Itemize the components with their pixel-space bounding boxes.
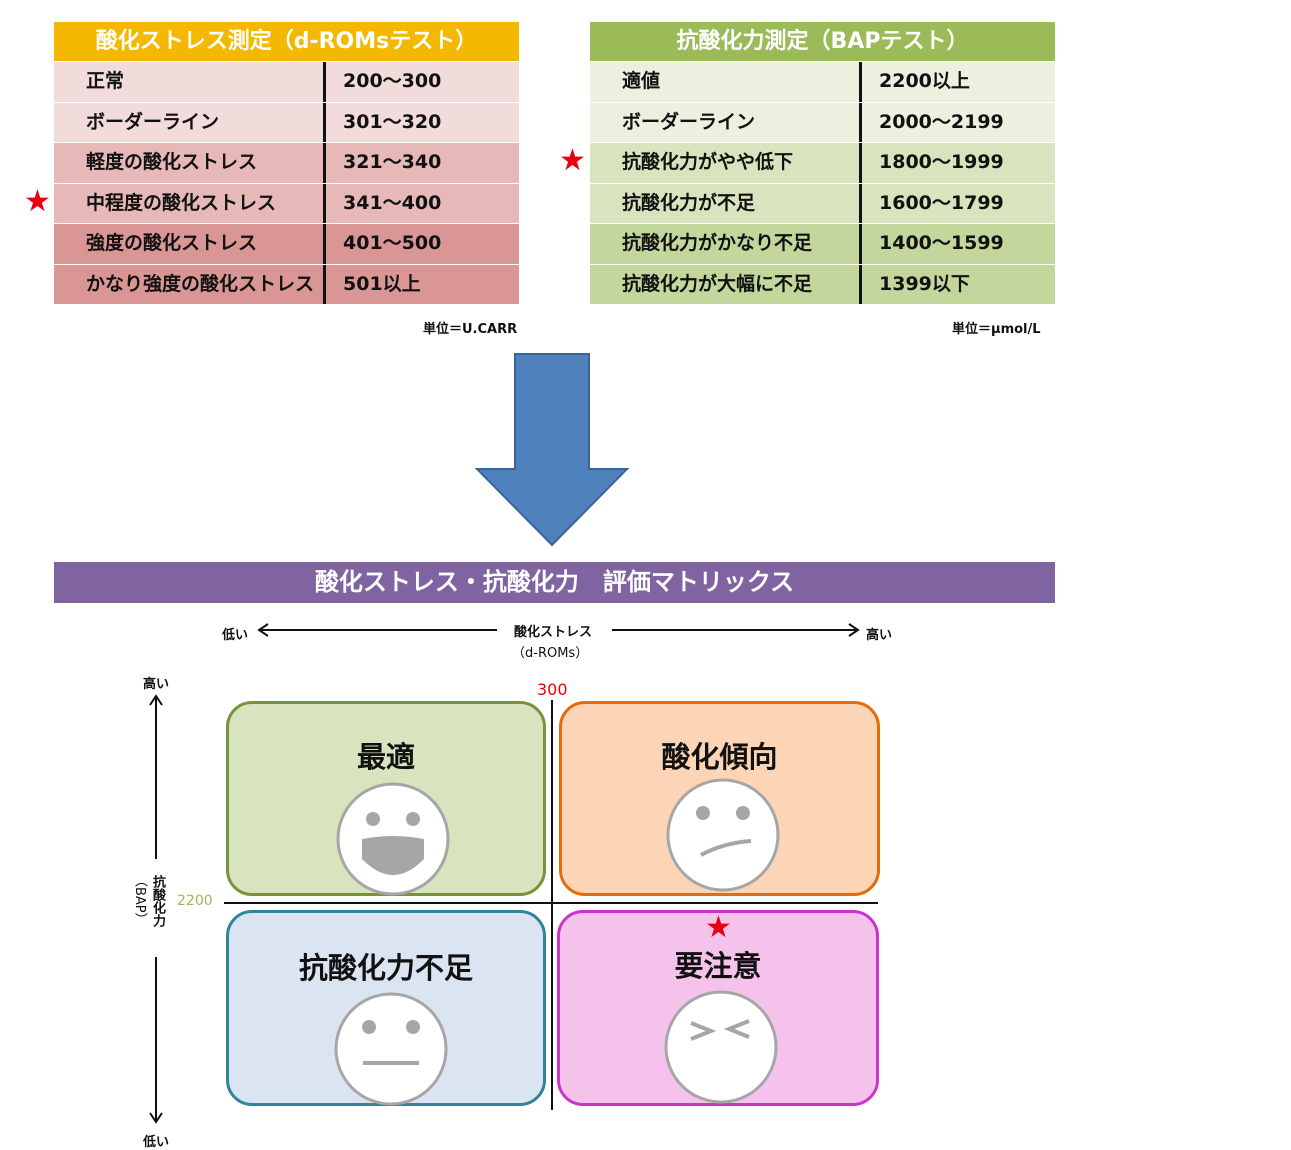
horizontal-divider <box>224 902 878 904</box>
d-roms-unit: 単位＝U.CARR <box>423 322 518 337</box>
vertical-divider <box>551 700 553 1110</box>
row-value: 301～320 <box>343 110 442 133</box>
star-icon: ★ <box>559 143 586 178</box>
bap-table-title: 抗酸化力測定（BAPテスト） <box>590 22 1055 61</box>
row-value: 341～400 <box>343 191 442 214</box>
row-value: 200～300 <box>343 70 442 92</box>
row-label: ボーダーライン <box>54 102 326 142</box>
row-value: 1399以下 <box>879 272 970 295</box>
table-row: 中程度の酸化ストレス 341～400 <box>54 182 519 223</box>
quadrant-label: 要注意 <box>674 949 762 983</box>
quadrant-label: 酸化傾向 <box>661 740 778 774</box>
quadrant-label: 最適 <box>356 740 415 774</box>
row-label: 正常 <box>54 62 326 102</box>
table-row: 軽度の酸化ストレス 321～340 <box>54 142 519 183</box>
d-roms-table-title: 酸化ストレス測定（d-ROMsテスト） <box>54 22 519 61</box>
laughing-face-icon <box>336 782 450 896</box>
x-axis-subtitle: （d-ROMs） <box>512 646 589 661</box>
row-value: 1600～1799 <box>879 191 1004 214</box>
y-axis-title: 抗酸化力 <box>150 875 165 927</box>
y-axis-low-label: 低い <box>143 1135 170 1150</box>
bap-unit: 単位＝μmol/L <box>952 322 1041 337</box>
x-threshold-label: 300 <box>537 680 568 699</box>
d-roms-table: 酸化ストレス測定（d-ROMsテスト） 正常 200～300 ボーダーライン 3… <box>54 22 519 304</box>
x-axis-arrow-left <box>257 623 497 637</box>
bap-table: 抗酸化力測定（BAPテスト） 適値 2200以上 ボーダーライン 2000～21… <box>590 22 1055 304</box>
row-label: 抗酸化力が不足 <box>590 183 862 223</box>
table-row: 正常 200～300 <box>54 61 519 102</box>
row-value: 2000～2199 <box>879 110 1004 133</box>
confused-face-icon <box>666 778 780 892</box>
star-icon: ★ <box>705 910 732 945</box>
x-axis-high-label: 高い <box>866 628 893 643</box>
x-axis-title: 酸化ストレス <box>514 625 593 640</box>
y-axis-arrow <box>149 694 163 1124</box>
quadrant-oxidation-tendency: 酸化傾向 <box>559 701 880 896</box>
quadrant-caution: 要注意 <box>557 910 879 1106</box>
table-row: かなり強度の酸化ストレス 501以上 <box>54 263 519 304</box>
row-label: 中程度の酸化ストレス <box>54 183 326 223</box>
row-label: 抗酸化力が大幅に不足 <box>590 264 862 304</box>
quadrant-antioxidant-shortage: 抗酸化力不足 <box>226 910 546 1106</box>
row-value: 2200以上 <box>879 70 970 92</box>
row-label: 抗酸化力がかなり不足 <box>590 224 862 264</box>
quadrant-optimal: 最適 <box>226 701 546 896</box>
x-axis-low-label: 低い <box>222 628 249 643</box>
y-axis-subtitle: （BAP） <box>132 874 147 926</box>
row-label: ボーダーライン <box>590 102 862 142</box>
table-row: 適値 2200以上 <box>590 61 1055 102</box>
table-row: ボーダーライン 2000～2199 <box>590 101 1055 142</box>
neutral-face-icon <box>334 992 448 1106</box>
table-row: 強度の酸化ストレス 401～500 <box>54 223 519 264</box>
row-label: かなり強度の酸化ストレス <box>54 264 326 304</box>
row-value: 321～340 <box>343 151 442 173</box>
down-arrow-icon <box>474 353 630 547</box>
x-axis-arrow-right <box>612 623 860 637</box>
row-value: 1400～1599 <box>879 232 1004 254</box>
table-row: 抗酸化力がやや低下 1800～1999 <box>590 142 1055 183</box>
row-value: 401～500 <box>343 232 442 254</box>
y-axis-high-label: 高い <box>143 677 170 692</box>
squinting-face-icon <box>664 990 778 1104</box>
table-row: 抗酸化力がかなり不足 1400～1599 <box>590 223 1055 264</box>
star-icon: ★ <box>24 184 51 219</box>
row-label: 軽度の酸化ストレス <box>54 143 326 183</box>
table-row: ボーダーライン 301～320 <box>54 101 519 142</box>
table-row: 抗酸化力が大幅に不足 1399以下 <box>590 263 1055 304</box>
y-threshold-label: 2200 <box>177 893 213 909</box>
row-label: 強度の酸化ストレス <box>54 224 326 264</box>
row-value: 1800～1999 <box>879 151 1004 173</box>
row-label: 適値 <box>590 62 862 102</box>
quadrant-label: 抗酸化力不足 <box>298 951 473 985</box>
row-value: 501以上 <box>343 272 421 295</box>
table-row: 抗酸化力が不足 1600～1799 <box>590 182 1055 223</box>
row-label: 抗酸化力がやや低下 <box>590 143 862 183</box>
matrix-title: 酸化ストレス・抗酸化力 評価マトリックス <box>54 562 1055 603</box>
